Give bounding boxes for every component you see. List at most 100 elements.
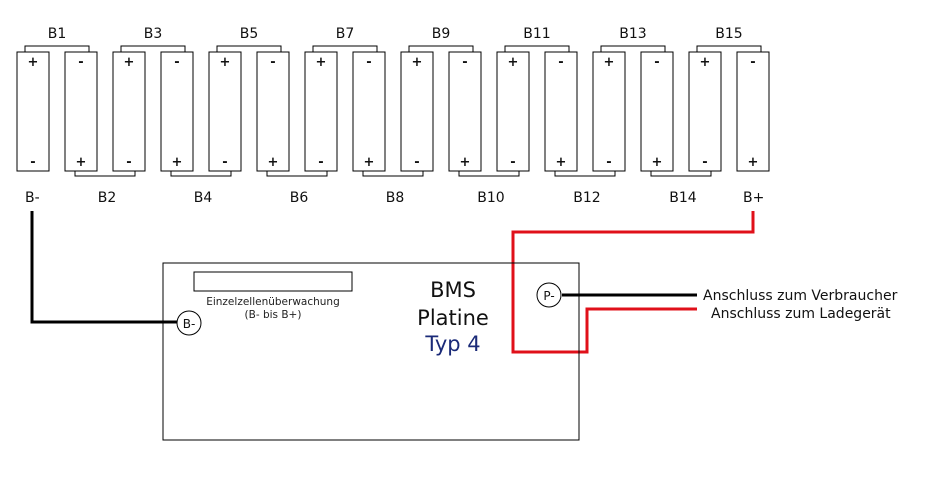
cell-label-b13: B13 <box>619 26 646 42</box>
cell-label-b1: B1 <box>48 26 67 42</box>
cell-bottom-terminal-sign: - <box>606 155 611 170</box>
cell-label-b3: B3 <box>144 26 163 42</box>
bms-type: Typ 4 <box>424 332 480 356</box>
bottom-bridge <box>74 171 136 177</box>
cell-bridges <box>24 45 762 177</box>
charger-connection-label: Anschluss zum Ladegerät <box>711 306 891 322</box>
cell-label-b2: B2 <box>98 190 117 206</box>
cell-bottom-terminal-sign: + <box>76 155 87 170</box>
b-plus-wire <box>511 211 755 354</box>
cell-b10 <box>448 51 482 172</box>
cell-b14 <box>640 51 674 172</box>
b-plus-label: B+ <box>743 190 764 206</box>
cell-bottom-terminal-sign: + <box>172 155 183 170</box>
cell-label-b8: B8 <box>386 190 405 206</box>
monitor-label: Einzelzellenüberwachung <box>206 296 340 308</box>
cell-label-b4: B4 <box>194 190 213 206</box>
bottom-bridge <box>170 171 232 177</box>
cell-top-terminal-sign: + <box>124 55 135 70</box>
cell-b8 <box>352 51 386 172</box>
cell-top-terminal-sign: + <box>412 55 423 70</box>
cell-b3 <box>112 51 146 172</box>
cell-bottom-terminal-sign: - <box>414 155 419 170</box>
bms-board <box>162 262 580 441</box>
cell-bottom-terminal-sign: - <box>126 155 131 170</box>
battery-cells: + - - + + - - + + - - + + - - + + - - + + - - + + - - + + - - + <box>16 51 770 172</box>
cell-b4 <box>160 51 194 172</box>
cell-bottom-terminal-sign: + <box>364 155 375 170</box>
consumer-connection-label: Anschluss zum Verbraucher <box>703 288 898 304</box>
cell-bottom-terminal-sign: + <box>556 155 567 170</box>
cell-b6 <box>256 51 290 172</box>
top-bridge <box>120 45 186 52</box>
cell-top-terminal-sign: + <box>316 55 327 70</box>
cell-b1 <box>16 51 50 172</box>
cell-label-b6: B6 <box>290 190 309 206</box>
cell-bottom-terminal-sign: + <box>652 155 663 170</box>
p-minus-terminal-label: P- <box>543 289 554 303</box>
cell-bottom-terminal-sign: + <box>268 155 279 170</box>
cell-b13 <box>592 51 626 172</box>
cell-top-terminal-sign: + <box>604 55 615 70</box>
top-bridge <box>216 45 282 52</box>
p-minus-terminal <box>536 282 562 308</box>
cell-top-terminal-sign: - <box>654 55 659 70</box>
cell-top-terminal-sign: - <box>558 55 563 70</box>
cell-bottom-terminal-sign: + <box>460 155 471 170</box>
cell-bottom-terminal-sign: - <box>702 155 707 170</box>
cell-b5 <box>208 51 242 172</box>
cell-top-terminal-sign: + <box>700 55 711 70</box>
cell-label-b15: B15 <box>715 26 742 42</box>
b-minus-terminal-label: B- <box>183 317 196 331</box>
bottom-bridge <box>458 171 520 177</box>
cell-top-terminal-sign: - <box>750 55 755 70</box>
cell-label-b11: B11 <box>523 26 550 42</box>
b-minus-terminal <box>176 310 202 336</box>
cell-b9 <box>400 51 434 172</box>
cell-bottom-terminal-sign: + <box>748 155 759 170</box>
cell-top-terminal-sign: - <box>366 55 371 70</box>
cell-label-b5: B5 <box>240 26 259 42</box>
cell-bottom-terminal-sign: - <box>30 155 35 170</box>
bottom-bridge <box>650 171 712 177</box>
cell-b7 <box>304 51 338 172</box>
bottom-bridge <box>362 171 424 177</box>
cell-monitor-connector <box>193 271 353 292</box>
cell-label-b7: B7 <box>336 26 355 42</box>
cell-b11 <box>496 51 530 172</box>
cell-top-terminal-sign: - <box>78 55 83 70</box>
cell-top-terminal-sign: - <box>270 55 275 70</box>
bms-title: BMS <box>430 278 476 302</box>
cell-label-b12: B12 <box>573 190 600 206</box>
top-bridge <box>600 45 666 52</box>
cell-b2 <box>64 51 98 172</box>
bms-subtitle: Platine <box>417 306 489 330</box>
cell-top-terminal-sign: + <box>28 55 39 70</box>
cell-bottom-terminal-sign: - <box>318 155 323 170</box>
bottom-bridge <box>266 171 328 177</box>
cell-label-b9: B9 <box>432 26 451 42</box>
cell-label-b14: B14 <box>669 190 697 206</box>
cell-b15 <box>688 51 722 172</box>
cell-b12 <box>544 51 578 172</box>
bottom-bridge <box>554 171 616 177</box>
cell-top-terminal-sign: + <box>508 55 519 70</box>
top-bridge <box>696 45 762 52</box>
cell-top-terminal-sign: - <box>462 55 467 70</box>
b-minus-wire <box>30 211 177 324</box>
cell-label-b10: B10 <box>477 190 504 206</box>
top-bridge <box>312 45 378 52</box>
top-bridge <box>408 45 474 52</box>
cell-top-terminal-sign: + <box>220 55 231 70</box>
top-bridge <box>504 45 570 52</box>
top-bridge <box>24 45 90 52</box>
b-minus-label: B- <box>25 190 40 206</box>
cell-bottom-terminal-sign: - <box>510 155 515 170</box>
cell-bottom-terminal-sign: - <box>222 155 227 170</box>
cell-top-terminal-sign: - <box>174 55 179 70</box>
cell-b16 <box>736 51 770 172</box>
monitor-range-label: (B- bis B+) <box>245 309 302 321</box>
